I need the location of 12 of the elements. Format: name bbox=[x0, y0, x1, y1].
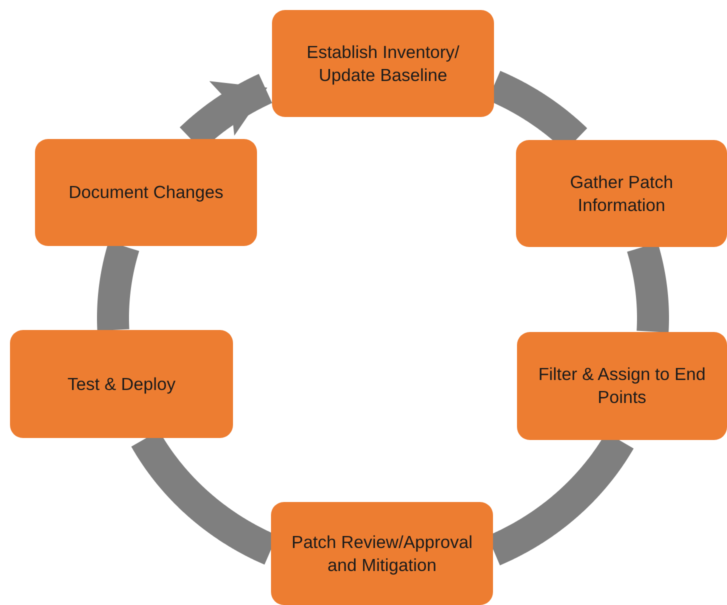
process-box bbox=[272, 10, 494, 117]
step-label: Document Changes bbox=[68, 181, 224, 204]
process-box bbox=[35, 139, 257, 246]
step-label: Filter & Assign to End Points bbox=[537, 363, 707, 409]
step-label: Establish Inventory/ Update Baseline bbox=[306, 40, 460, 86]
step-label: Test & Deploy bbox=[68, 372, 176, 396]
process-box bbox=[271, 502, 493, 605]
step-label: Patch Review/Approval and Mitigation bbox=[290, 530, 474, 576]
process-box bbox=[516, 140, 727, 247]
process-box bbox=[517, 332, 727, 440]
process-box bbox=[10, 330, 233, 438]
step-label: Gather Patch Information bbox=[568, 170, 674, 216]
